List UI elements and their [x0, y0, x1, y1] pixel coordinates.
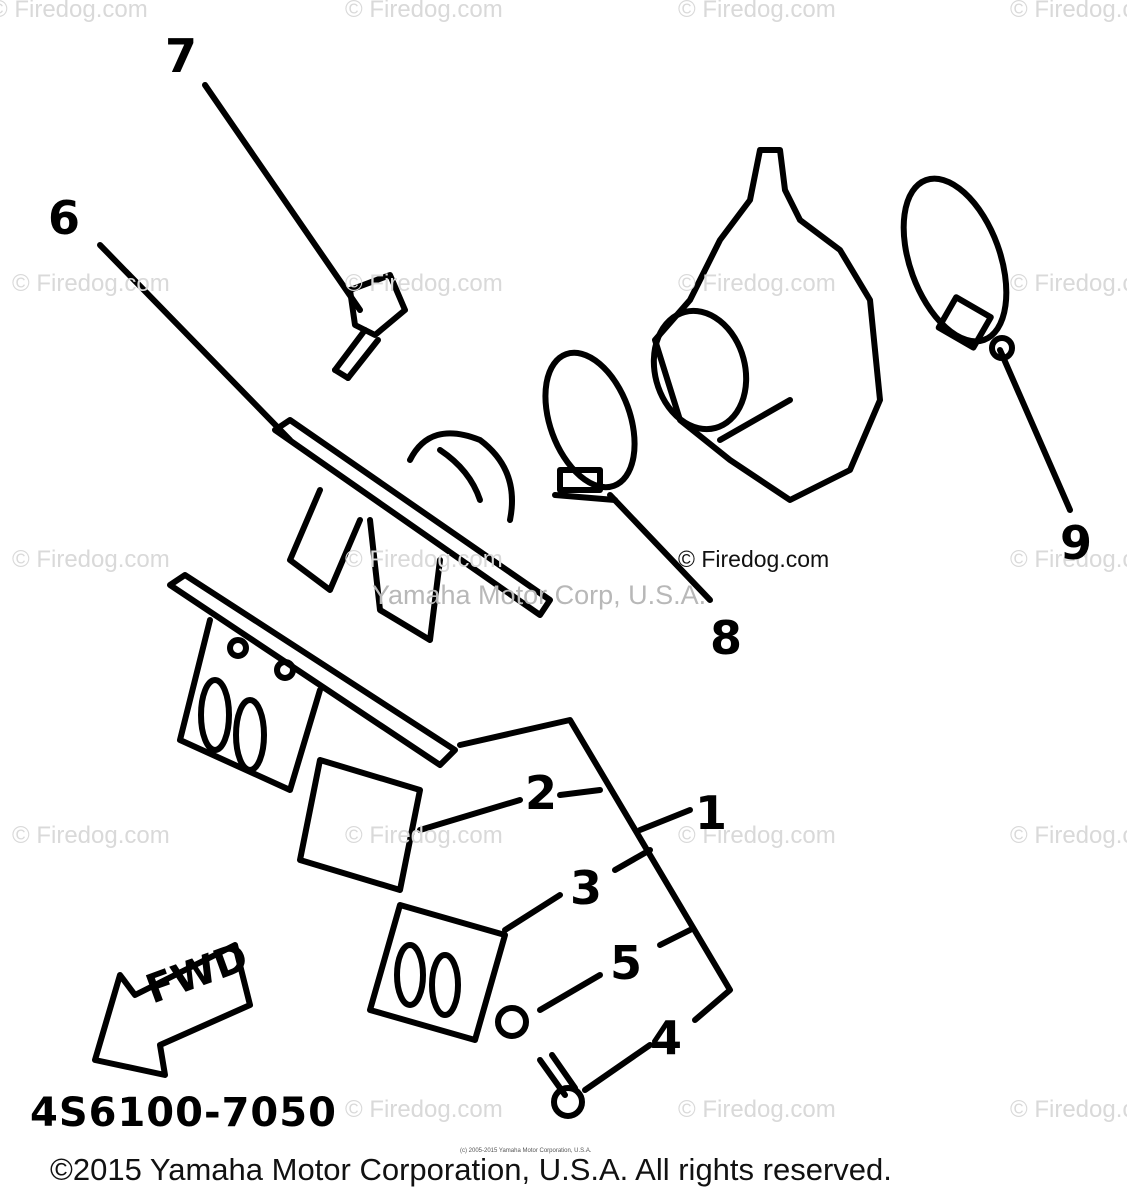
watermark: © Firedog.com [678, 270, 836, 297]
leader-9 [997, 347, 1073, 513]
callout-4: 4 [650, 1011, 683, 1065]
leader-5 [657, 927, 693, 948]
leader-3 [612, 847, 653, 873]
washer-part-5 [495, 1005, 529, 1039]
callout-9: 9 [1060, 516, 1093, 570]
stopper-part-3 [367, 902, 508, 1043]
watermark: © Firedog.com [1010, 0, 1127, 23]
leader-1 [637, 807, 693, 833]
part-code: 4S6100-7050 [30, 1090, 337, 1136]
watermark: © Firedog.com [1010, 270, 1127, 297]
reed-valve-assembly-part-6 [272, 417, 553, 643]
callout-6: 6 [48, 191, 81, 245]
leader-2b [417, 797, 523, 833]
leader-8 [607, 492, 713, 603]
watermark: © Firedog.com [12, 546, 170, 573]
watermark: © Firedog.com [0, 0, 148, 23]
tiny-credit: (c) 2005-2015 Yamaha Motor Corporation, … [460, 1148, 592, 1154]
leader-7 [202, 82, 363, 313]
watermark: © Firedog.com [345, 270, 503, 297]
firedog-watermark-center: © Firedog.com [678, 546, 830, 572]
copyright-notice: ©2015 Yamaha Motor Corporation, U.S.A. A… [50, 1152, 892, 1187]
callout-2: 2 [525, 766, 558, 820]
carburetor-joint [650, 147, 883, 503]
watermark: © Firedog.com [678, 822, 836, 849]
watermark: © Firedog.com [1010, 546, 1127, 573]
watermark: © Firedog.com [1010, 1096, 1127, 1123]
callout-7: 7 [165, 29, 198, 83]
callout-3: 3 [570, 861, 603, 915]
leader-6 [97, 242, 293, 443]
leader-4 [582, 1042, 653, 1093]
leader-5b [537, 972, 603, 1013]
callout-8: 8 [710, 611, 743, 665]
fwd-arrow [92, 942, 253, 1078]
reed-valve-plate [167, 572, 458, 793]
yamaha-watermark-center: Yamaha Motor Corp, U.S.A. [372, 580, 707, 610]
leader-3b [502, 892, 563, 933]
watermark: © Firedog.com [1010, 822, 1127, 849]
watermark: © Firedog.com [12, 822, 170, 849]
callout-1: 1 [695, 786, 728, 840]
screw-part-4 [537, 1052, 585, 1119]
leader-2 [557, 787, 603, 798]
leader-bracket-1 [457, 717, 733, 1023]
callout-5: 5 [610, 936, 643, 990]
reed-part-2 [297, 757, 423, 893]
watermark: © Firedog.com [678, 0, 836, 23]
watermark: © Firedog.com [345, 1096, 503, 1123]
watermark: © Firedog.com [345, 822, 503, 849]
watermark: © Firedog.com [345, 0, 503, 23]
clamp-part-8 [542, 349, 638, 503]
clamp-part-9 [900, 175, 1015, 361]
watermark: © Firedog.com [678, 1096, 836, 1123]
bolt-part-7 [332, 272, 408, 381]
watermark: © Firedog.com [345, 546, 503, 573]
watermark: © Firedog.com [12, 270, 170, 297]
